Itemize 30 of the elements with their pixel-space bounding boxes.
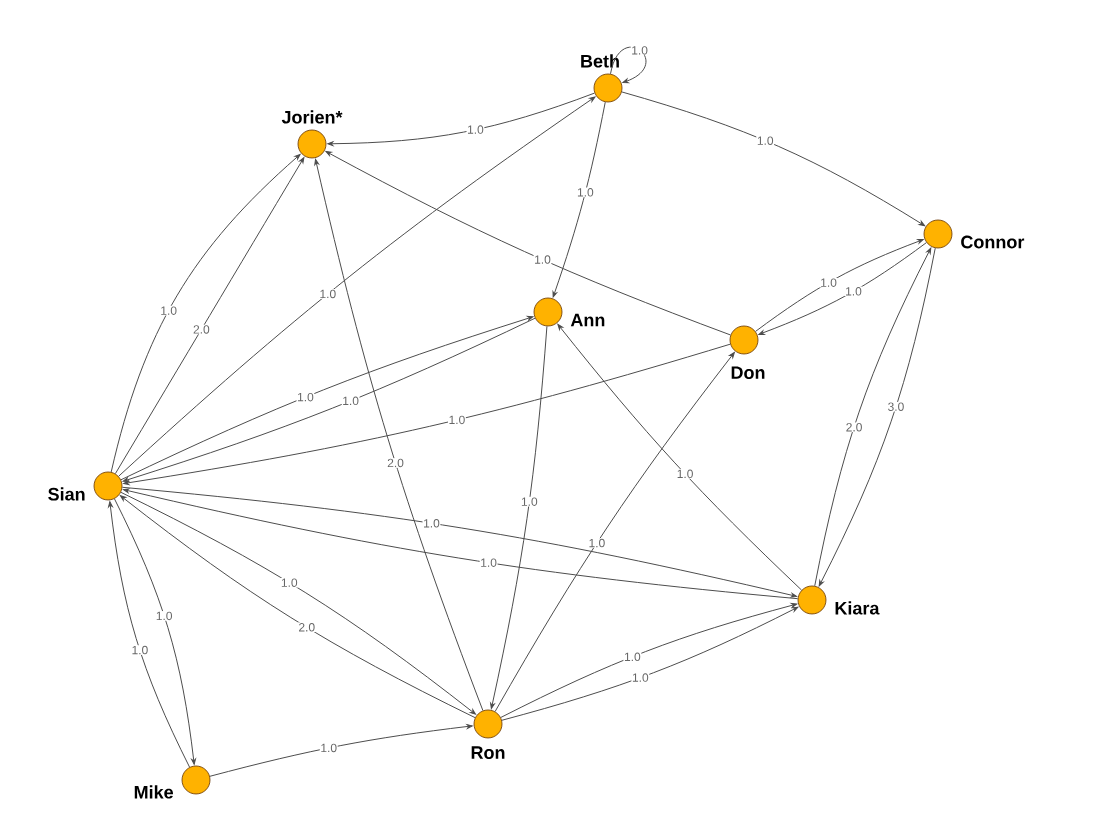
arrow (490, 325, 548, 709)
node-label: Sian (48, 487, 85, 501)
person-node: Beth (581, 54, 623, 103)
person-node: Ron (471, 709, 505, 759)
node-label: Ann (570, 313, 605, 327)
person-node: Kiara (797, 585, 880, 615)
node-label: Kiara (835, 601, 880, 615)
person-node: Don (729, 325, 765, 379)
arrow (327, 92, 596, 147)
person-node: Sian (48, 471, 123, 501)
arrow (325, 151, 731, 336)
arrow (123, 343, 731, 486)
person-node: Jorien* (281, 110, 343, 159)
person-node: Connor (923, 219, 1025, 249)
node-label: Jorien* (281, 110, 343, 124)
arrow (209, 724, 473, 777)
node-label: Beth (581, 54, 619, 68)
arrow (314, 158, 484, 712)
node-label: Ron (471, 746, 505, 759)
node-label: Connor (961, 235, 1025, 249)
arrow (621, 91, 926, 227)
arrow (494, 352, 735, 712)
arrow (552, 101, 606, 298)
person-node: Mike (134, 765, 211, 799)
node-label: Mike (134, 785, 174, 799)
person-node: Ann (533, 297, 605, 327)
node-label: Don (731, 366, 765, 379)
arrow (118, 96, 596, 477)
arrow (610, 46, 647, 84)
arrow (557, 323, 803, 591)
